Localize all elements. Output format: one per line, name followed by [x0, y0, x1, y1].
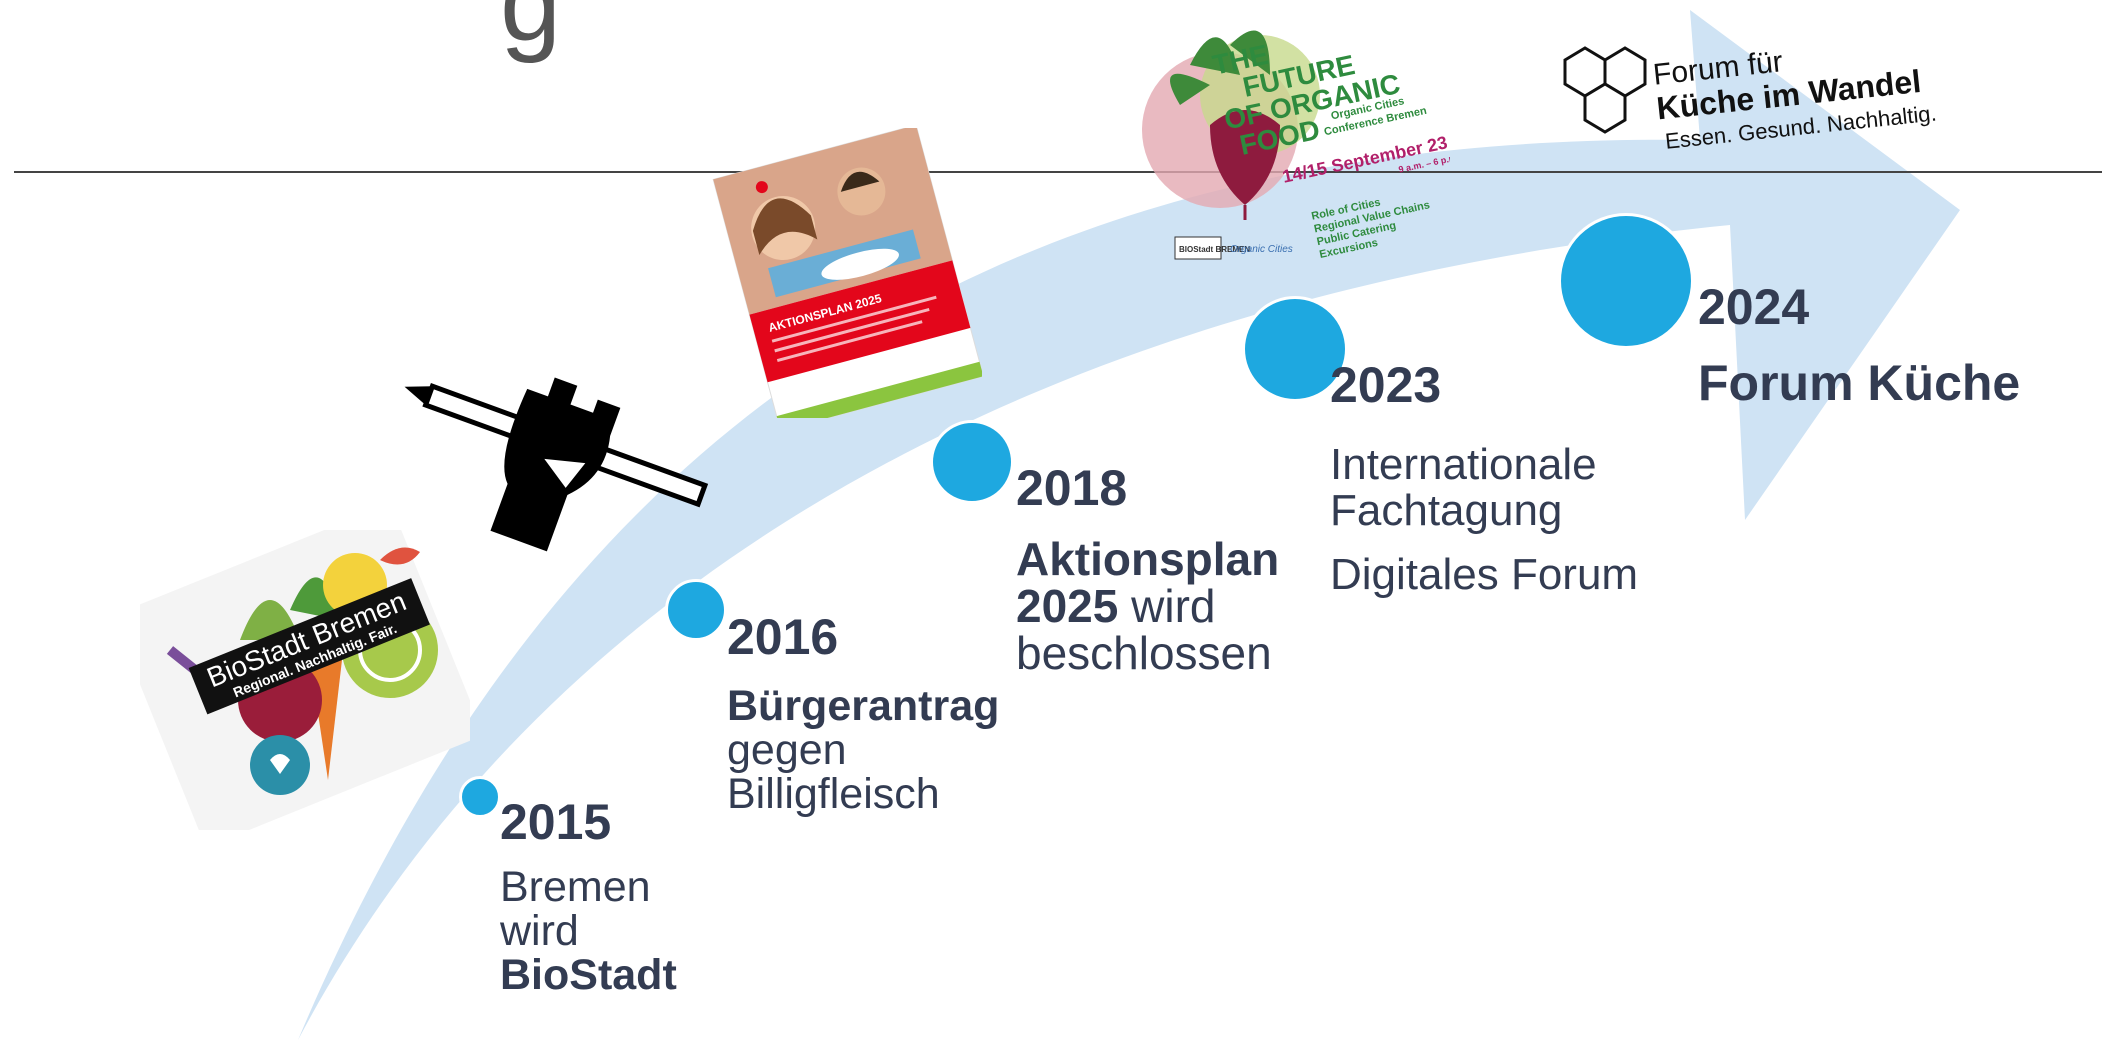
organic-cities-poster: THE FUTURE OF ORGANIC FOOD Organic Citie… — [1142, 30, 1450, 261]
milestone-dot-2015 — [459, 776, 501, 818]
svg-text:BIOStadt BREMEN: BIOStadt BREMEN — [1179, 245, 1250, 254]
milestone-line: gegen — [727, 725, 847, 774]
milestone-line: Fachtagung — [1330, 486, 1563, 536]
milestone-line: Billigfleisch — [727, 769, 940, 818]
milestone-line: wird — [500, 906, 579, 955]
milestone-dot-2016 — [665, 579, 727, 641]
milestone-dot-2018 — [930, 420, 1014, 504]
milestone-text-2016: Bürgerantrag gegen Billigfleisch — [727, 682, 1000, 818]
milestone-text-2018: Aktionsplan 2025 wird beschlossen — [1016, 536, 1279, 677]
milestone-year-2023: 2023 — [1330, 357, 1442, 413]
milestone-text-2015: Bremen wird BioStadt — [500, 863, 677, 999]
milestone-normal-part: wird — [1118, 579, 1216, 632]
aktionsplan-brochure: AKTIONSPLAN 2025 — [712, 128, 982, 418]
milestone-year-2015: 2015 — [500, 794, 612, 850]
milestone-bold-line: Aktionsplan — [1016, 533, 1280, 585]
milestone-text-2024: Forum Küche — [1698, 355, 2021, 411]
milestone-mixed-line: 2025 wird — [1016, 579, 1279, 632]
milestone-line: Internationale — [1330, 440, 1597, 489]
svg-text:Organic Cities: Organic Cities — [1230, 244, 1293, 255]
milestone-year-2024: 2024 — [1698, 279, 1810, 335]
fist-pencil-icon — [404, 377, 709, 552]
milestone-bold-part: 2025 — [1016, 579, 1119, 632]
forum-kueche-logo: Forum für Küche im Wandel Essen. Gesund.… — [1563, 45, 1938, 154]
header-divider — [14, 171, 2102, 173]
milestone-dot-2024 — [1558, 213, 1694, 349]
milestone-line: beschlossen — [1016, 626, 1272, 679]
milestone-line: Bremen — [500, 863, 651, 911]
milestone-dot-2023 — [1242, 296, 1348, 402]
milestone-bold-line: Bürgerantrag — [727, 682, 1000, 730]
biostadt-bremen-logo: BioStadt Bremen Regional. Nachhaltig. Fa… — [140, 530, 470, 830]
milestone-line: Digitales Forum — [1330, 550, 1639, 600]
milestone-year-2018: 2018 — [1016, 460, 1128, 516]
milestone-text-2023: Internationale Fachtagung Digitales Foru… — [1330, 440, 1639, 600]
milestone-year-2016: 2016 — [727, 609, 839, 665]
page-title-fragment: g — [500, 0, 562, 64]
milestone-bold-line: BioStadt — [500, 950, 677, 999]
